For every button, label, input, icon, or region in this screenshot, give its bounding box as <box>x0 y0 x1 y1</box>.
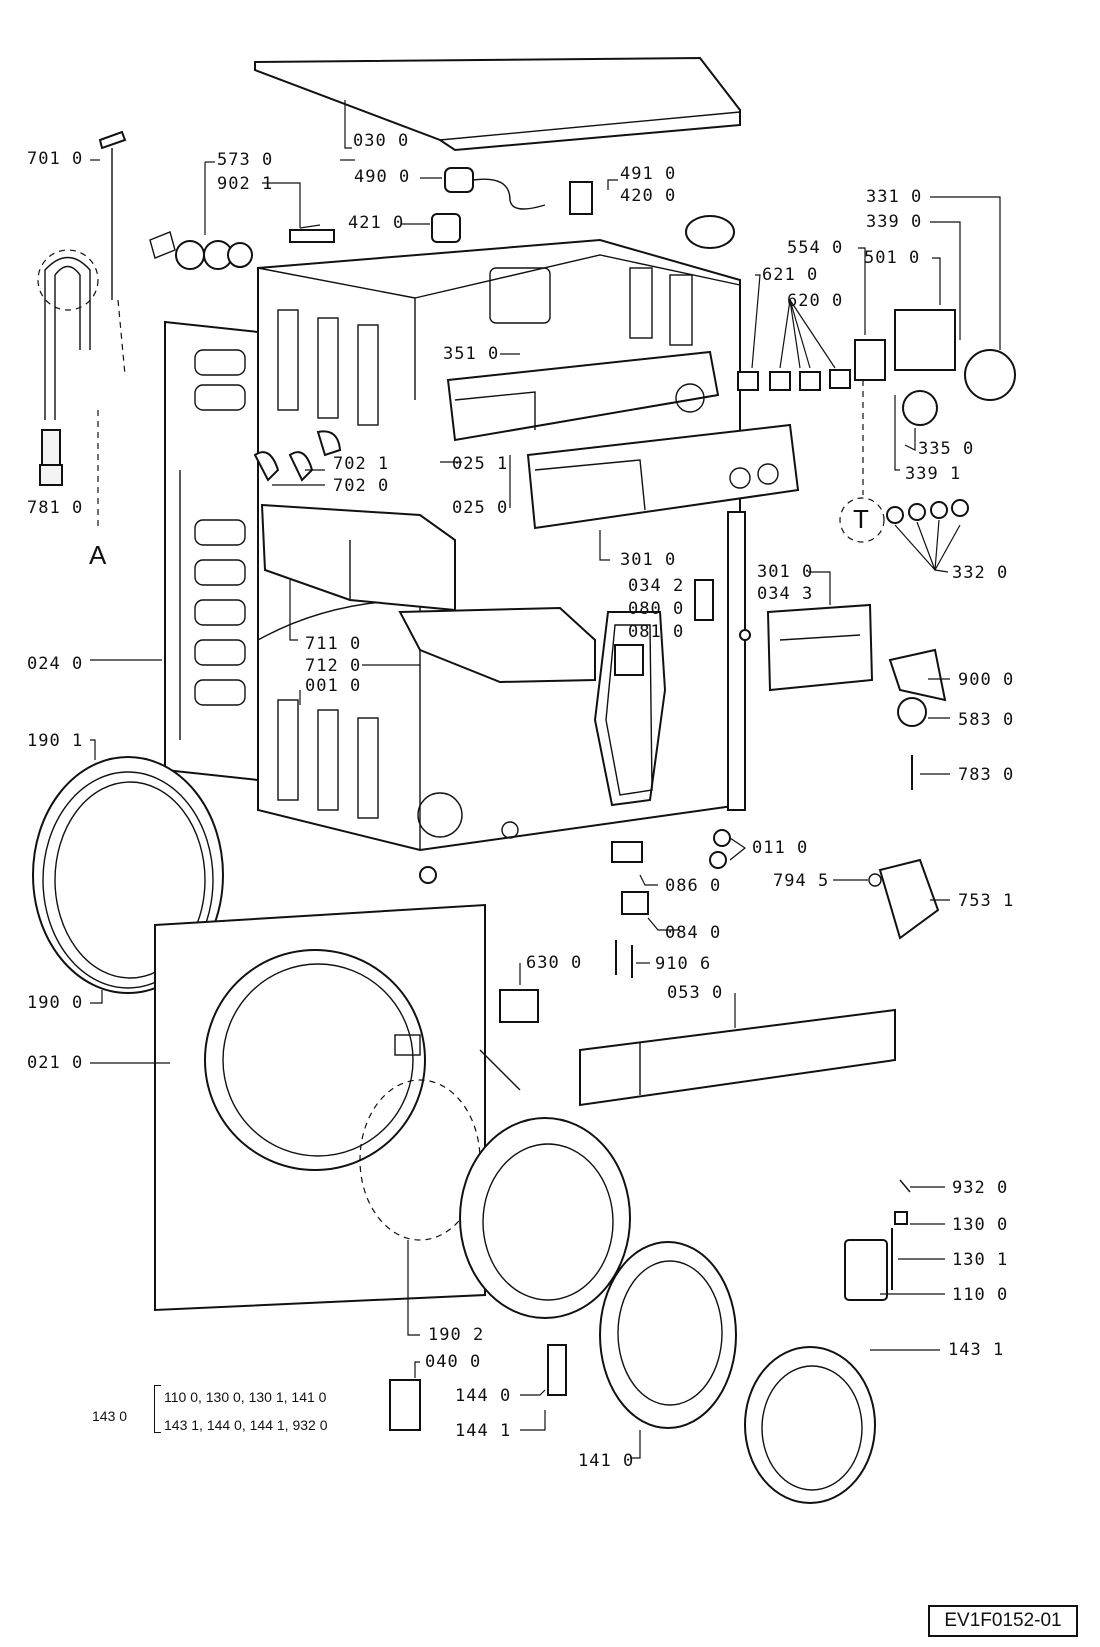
part-label: 339 1 <box>905 464 962 484</box>
door-outer-part <box>744 1346 940 1504</box>
part-label: 021 0 <box>27 1053 84 1073</box>
part-label: 110 0 <box>952 1285 1009 1305</box>
part-label: 301 0 <box>757 562 814 582</box>
part-label: 040 0 <box>425 1352 482 1372</box>
part-label: 034 3 <box>757 584 814 604</box>
part-label: 053 0 <box>667 983 724 1003</box>
circle-label-a: A <box>89 540 107 570</box>
pressure-switch-part <box>833 648 950 940</box>
misc-fasteners-part <box>419 829 747 978</box>
part-label: 339 0 <box>866 212 923 232</box>
part-label: 301 0 <box>620 550 677 570</box>
part-label: 080 0 <box>628 599 685 619</box>
part-label: 583 0 <box>958 710 1015 730</box>
part-label: 144 1 <box>455 1421 512 1441</box>
kit-line-1: 110 0, 130 0, 130 1, 141 0 <box>164 1389 327 1405</box>
water-valve-part <box>149 161 253 270</box>
circle-label-t: T <box>853 504 869 534</box>
part-label: 001 0 <box>305 676 362 696</box>
part-label: 011 0 <box>752 838 809 858</box>
door-lock-part <box>499 963 539 1023</box>
part-label: 190 1 <box>27 731 84 751</box>
door-frame-part <box>407 1049 631 1336</box>
part-label: 025 1 <box>452 454 509 474</box>
part-label: 084 0 <box>665 923 722 943</box>
part-label: 621 0 <box>762 265 819 285</box>
knobs-part <box>886 499 969 573</box>
part-label: 025 0 <box>452 498 509 518</box>
part-label: 794 5 <box>773 871 830 891</box>
part-label: 781 0 <box>27 498 84 518</box>
door-glass-part <box>599 1241 737 1459</box>
part-label: 702 0 <box>333 476 390 496</box>
back-panel-part <box>164 320 259 782</box>
front-panel-part <box>90 903 486 1312</box>
part-label: 630 0 <box>526 953 583 973</box>
part-label: 753 1 <box>958 891 1015 911</box>
control-fascia-part <box>440 350 800 561</box>
part-label: 086 0 <box>665 876 722 896</box>
part-label: 783 0 <box>958 765 1015 785</box>
inlet-hose-part <box>37 130 127 530</box>
part-label: 143 1 <box>948 1340 1005 1360</box>
part-label: 902 1 <box>217 174 274 194</box>
plinth-part <box>579 993 896 1107</box>
part-label: 910 6 <box>655 954 712 974</box>
part-label: 335 0 <box>918 439 975 459</box>
part-label: 190 0 <box>27 993 84 1013</box>
part-label: 491 0 <box>620 164 677 184</box>
part-label: 420 0 <box>620 186 677 206</box>
part-label: 554 0 <box>787 238 844 258</box>
controls-group-part <box>737 196 1016 543</box>
mains-cable-part <box>402 167 735 249</box>
service-hatch-part <box>766 571 874 692</box>
clamp-part <box>262 182 335 243</box>
part-label: 141 0 <box>578 1451 635 1471</box>
part-label: 034 2 <box>628 576 685 596</box>
part-label: 190 2 <box>428 1325 485 1345</box>
part-label: 331 0 <box>866 187 923 207</box>
hoses-702-part <box>253 430 342 486</box>
diagram-code-label: EV1F0152-01 <box>928 1605 1078 1637</box>
leader-lines-left <box>90 159 520 661</box>
part-label: 490 0 <box>354 167 411 187</box>
part-label: 711 0 <box>305 634 362 654</box>
part-label: 144 0 <box>455 1386 512 1406</box>
part-label: 030 0 <box>353 131 410 151</box>
part-label: 081 0 <box>628 622 685 642</box>
part-label: 702 1 <box>333 454 390 474</box>
kit-id-label: 143 0 <box>92 1408 128 1424</box>
part-label: 701 0 <box>27 149 84 169</box>
part-label: 573 0 <box>217 150 274 170</box>
part-label: 130 0 <box>952 1215 1009 1235</box>
part-label: 932 0 <box>952 1178 1009 1198</box>
kit-line-2: 143 1, 144 0, 144 1, 932 0 <box>164 1417 328 1433</box>
part-label: 421 0 <box>348 213 405 233</box>
part-label: 712 0 <box>305 656 362 676</box>
side-profile-part <box>593 511 751 811</box>
detergent-drawer-part <box>260 503 596 705</box>
part-label: 332 0 <box>952 563 1009 583</box>
part-label: 900 0 <box>958 670 1015 690</box>
part-label: 024 0 <box>27 654 84 674</box>
part-label: 351 0 <box>443 344 500 364</box>
kit-bracket <box>154 1385 161 1433</box>
hinge-part <box>389 1344 567 1431</box>
part-label: 130 1 <box>952 1250 1009 1270</box>
part-label: 501 0 <box>864 248 921 268</box>
door-handle-part <box>844 1179 945 1301</box>
top-lid-part <box>254 56 741 152</box>
part-label: 620 0 <box>787 291 844 311</box>
